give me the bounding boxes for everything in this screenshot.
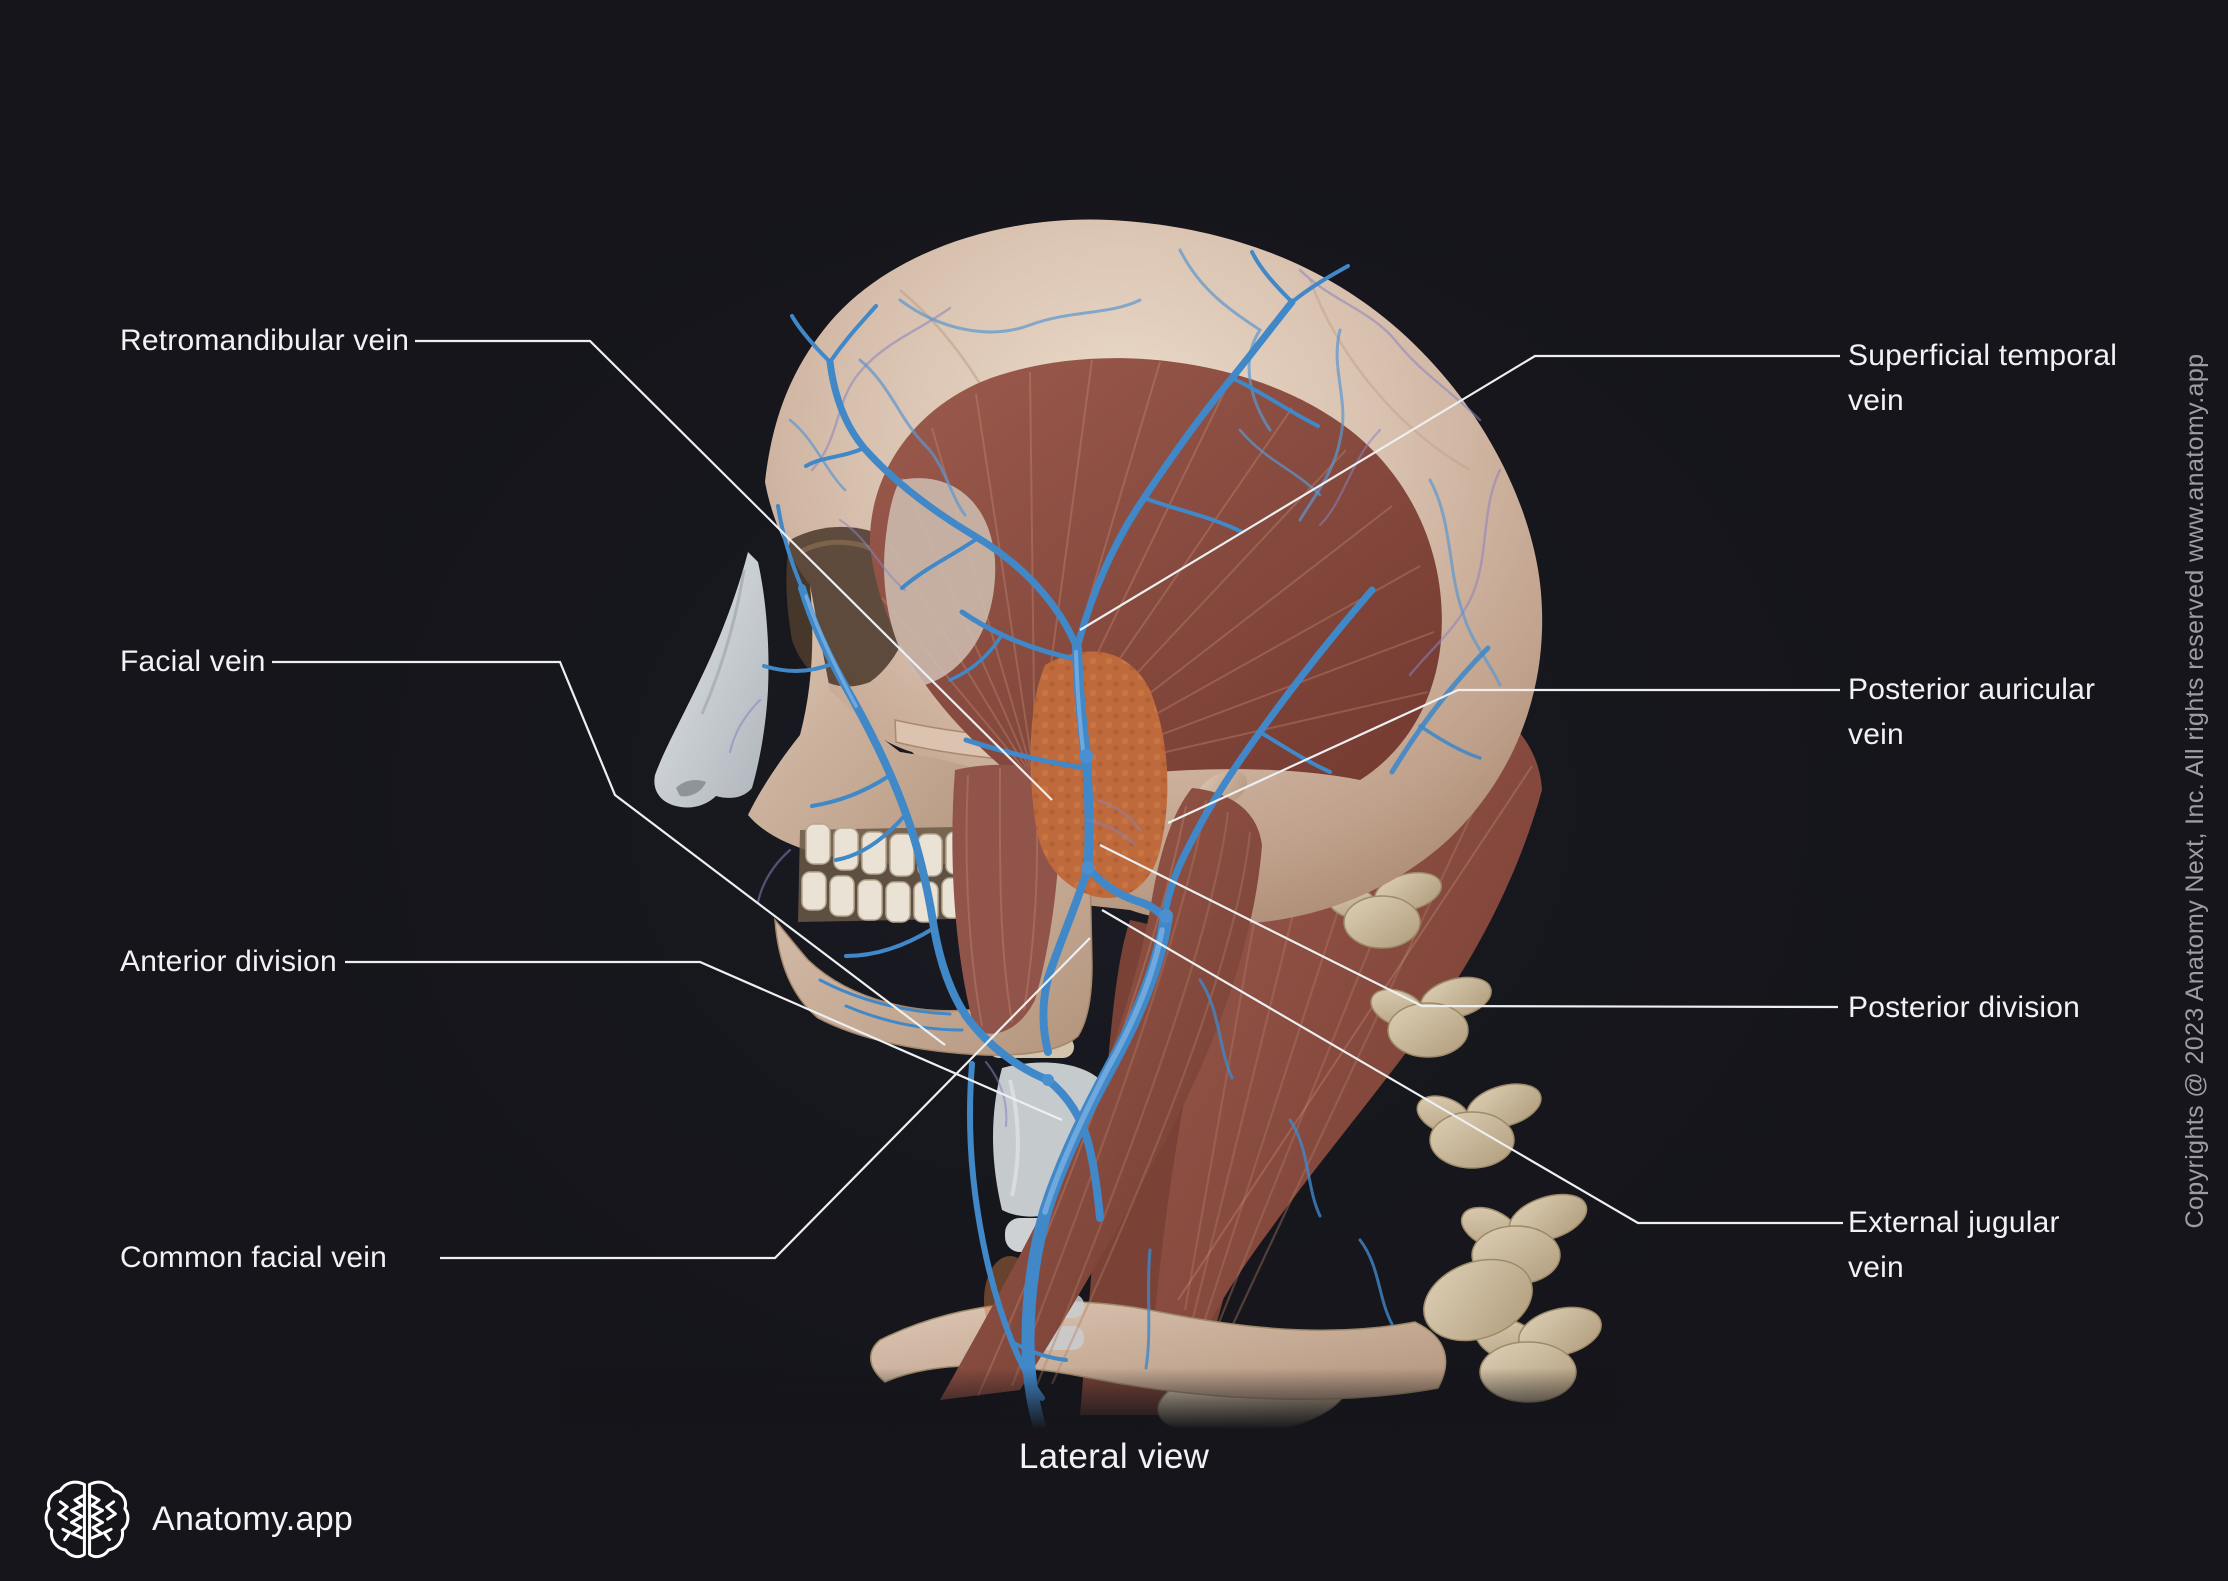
view-label: Lateral view bbox=[1018, 1437, 1210, 1476]
superficial-temporal-vein-path bbox=[790, 250, 1350, 771]
leader-facial-vein bbox=[272, 660, 946, 1046]
leader-posterior-division bbox=[1099, 844, 1839, 1009]
common-facial-vein-path bbox=[1044, 1076, 1104, 1222]
vein-junctions bbox=[1042, 749, 1173, 1086]
model-cut-fade bbox=[560, 1368, 1620, 1430]
neck-small-veins bbox=[1086, 818, 1394, 1370]
leader-anterior-division bbox=[345, 960, 1063, 1122]
label-facial-vein: Facial vein bbox=[120, 645, 266, 678]
anterior-jugular-vein-path bbox=[967, 1061, 1068, 1401]
posterior-auricular-vein-path bbox=[1162, 586, 1491, 912]
leader-lines bbox=[272, 339, 1843, 1260]
label-anterior-division: Anterior division bbox=[120, 945, 337, 978]
external-jugular-vein-path bbox=[1021, 913, 1173, 1435]
brand-name: Anatomy.app bbox=[152, 1499, 354, 1538]
parotid-gland bbox=[1030, 651, 1168, 898]
vein-network bbox=[762, 250, 1491, 1435]
bottom-mask bbox=[0, 1428, 2228, 1581]
scalp-vein-network bbox=[728, 248, 1502, 1128]
brain-icon bbox=[44, 1480, 130, 1559]
brand: Anatomy.app bbox=[44, 1476, 353, 1562]
label-external-jugular-vein: External jugular vein bbox=[1848, 1206, 2060, 1284]
leader-superficial-temporal-vein bbox=[1079, 354, 1840, 631]
copyright-text: Copyrights @ 2023 Anatomy Next, Inc. All… bbox=[2181, 353, 2209, 1228]
maxilla bbox=[748, 585, 1010, 865]
label-common-facial-vein: Common facial vein bbox=[120, 1241, 388, 1274]
label-posterior-auricular-vein: Posterior auricular vein bbox=[1848, 673, 2096, 751]
leader-retromandibular-vein bbox=[415, 339, 1053, 801]
nose-cartilage bbox=[654, 552, 769, 808]
leader-common-facial-vein bbox=[440, 937, 1091, 1260]
leader-posterior-auricular-vein bbox=[1167, 688, 1840, 824]
label-superficial-temporal-vein: Superficial temporal vein bbox=[1848, 339, 2118, 417]
facial-vein-path bbox=[762, 504, 1052, 1084]
label-posterior-division: Posterior division bbox=[1848, 991, 2081, 1024]
leader-external-jugular-vein bbox=[1101, 909, 1843, 1225]
label-retromandibular-vein: Retromandibular vein bbox=[120, 324, 410, 357]
